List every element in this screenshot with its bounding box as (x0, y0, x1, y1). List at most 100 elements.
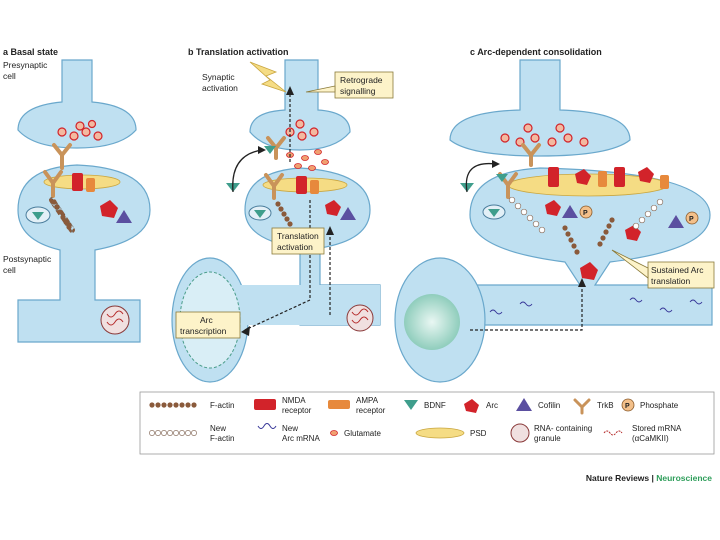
nmda-c2 (614, 167, 625, 187)
legend-granule-symbol (510, 423, 530, 443)
nucleus-c (404, 294, 460, 350)
legend-glutamate-symbol (330, 430, 338, 436)
legend-ampa-2: receptor (356, 406, 386, 415)
trkb-post-b (264, 173, 284, 200)
synaptic-activation-1: Synaptic (202, 72, 235, 82)
bdnf-c (488, 209, 500, 217)
vesicles-c (500, 123, 589, 147)
ampa-a (86, 178, 95, 192)
presynaptic-terminal-a (17, 59, 137, 149)
legend-box (139, 391, 715, 455)
translation-arrow-head (241, 326, 250, 336)
legend-nmda-2: receptor (282, 406, 312, 415)
sustained-callout (611, 249, 649, 279)
arc-transcription-1: Arc (200, 315, 214, 325)
journal-credit: Nature Reviews | Neuroscience (586, 473, 712, 483)
phosphate-c2 (685, 211, 699, 225)
cofilin-a (116, 210, 132, 223)
sustained-label-1: Sustained Arc (651, 265, 704, 275)
factin-c (562, 217, 615, 255)
mrna-c (489, 297, 703, 315)
legend-trkb-symbol (573, 398, 591, 415)
transcription-arrow-head (326, 226, 334, 235)
trkb-a (52, 143, 72, 170)
legend-new-factin-1: New (210, 424, 226, 433)
bdnf-top-c (496, 174, 508, 182)
arc-c2 (638, 167, 654, 183)
legend-arc: Arc (486, 401, 498, 410)
nmda-b (296, 176, 307, 194)
legend-phosphate-symbol (621, 398, 635, 412)
legend-arc-mrna-1: New (282, 424, 298, 433)
phosphate-mark-1: P (583, 210, 588, 217)
legend-stored-mrna-symbol (603, 430, 623, 436)
glutamate-b (286, 149, 329, 171)
arc-transport-arrow (470, 282, 583, 331)
sustained-box (647, 261, 715, 289)
phosphate-mark-2: P (689, 216, 694, 223)
bdnf-a (32, 212, 44, 220)
panel-a (17, 59, 151, 343)
panel-b-heading: b Translation activation (188, 47, 289, 57)
bdnf-loop-arrow (232, 149, 263, 193)
arc-transport-arrow-head (578, 278, 586, 287)
arc-c3 (545, 200, 561, 216)
ampa-b (310, 180, 319, 194)
trkb-post-a (43, 170, 63, 198)
cofilin-c2 (668, 215, 684, 228)
synaptic-activation-2: activation (202, 83, 238, 93)
legend-arc-symbol (464, 399, 479, 413)
stored-mrna-a (106, 310, 124, 326)
panel-c (394, 59, 715, 383)
legend-trkb: TrkB (597, 401, 614, 410)
arc-c4 (625, 225, 641, 241)
legend-arc-mrna-symbol (257, 423, 277, 429)
presynaptic-label-2: cell (3, 71, 16, 81)
rna-granule-b (346, 304, 374, 332)
legend-cofilin: Cofilin (538, 401, 560, 410)
panel-c-heading: c Arc-dependent consolidation (470, 47, 602, 57)
panel-b (171, 59, 394, 383)
legend-psd: PSD (470, 429, 487, 438)
panel-a-heading: a Basal state (3, 47, 58, 57)
legend-granule-1: RNA- containing (534, 424, 592, 433)
legend-cofilin-symbol (516, 398, 532, 411)
retrograde-arrow-head (286, 86, 294, 95)
legend-new-factin-symbol (149, 430, 197, 436)
legend-stored-mrna-2: (αCaMKII) (632, 434, 669, 443)
factin-b (275, 201, 293, 227)
presynaptic-terminal-c (449, 59, 631, 157)
factin-beads-a (51, 199, 72, 230)
legend-ampa-symbol (328, 400, 350, 409)
bdnf-loop-arrow-c (465, 162, 497, 193)
sustained-label-2: translation (651, 276, 690, 286)
trkb-pre-c (521, 143, 541, 167)
legend-phosphate: Phosphate (640, 401, 679, 410)
cofilin-b (340, 207, 356, 220)
retrograde-box (334, 71, 394, 99)
phosphate-c1 (579, 205, 593, 219)
retrograde-label-1: Retrograde (340, 75, 383, 85)
bdnf-loop-arrow-head-c (492, 160, 500, 168)
lightning-icon (249, 61, 287, 93)
presynaptic-terminal-b (249, 59, 351, 151)
bdnf-loop-arrow-head (258, 146, 266, 154)
arc-transcription-box (175, 311, 241, 339)
new-factin-c (508, 196, 664, 234)
translation-label-2: activation (277, 242, 313, 252)
postsynaptic-label-2: cell (3, 265, 16, 275)
legend (139, 391, 715, 455)
ampa-c2 (660, 175, 669, 189)
legend-bdnf-symbol (404, 400, 418, 410)
legend-nmda-1: NMDA (282, 396, 306, 405)
bdnf-b (254, 210, 266, 218)
legend-granule-2: granule (534, 434, 561, 443)
legend-ampa-1: AMPA (356, 396, 379, 405)
vesicles-b (285, 119, 319, 141)
ampa-c (598, 171, 607, 187)
legend-stored-mrna-1: Stored mRNA (632, 424, 682, 433)
legend-factin-symbol (149, 402, 197, 408)
nmda-c1 (548, 167, 559, 187)
rna-granule-a (100, 305, 130, 335)
